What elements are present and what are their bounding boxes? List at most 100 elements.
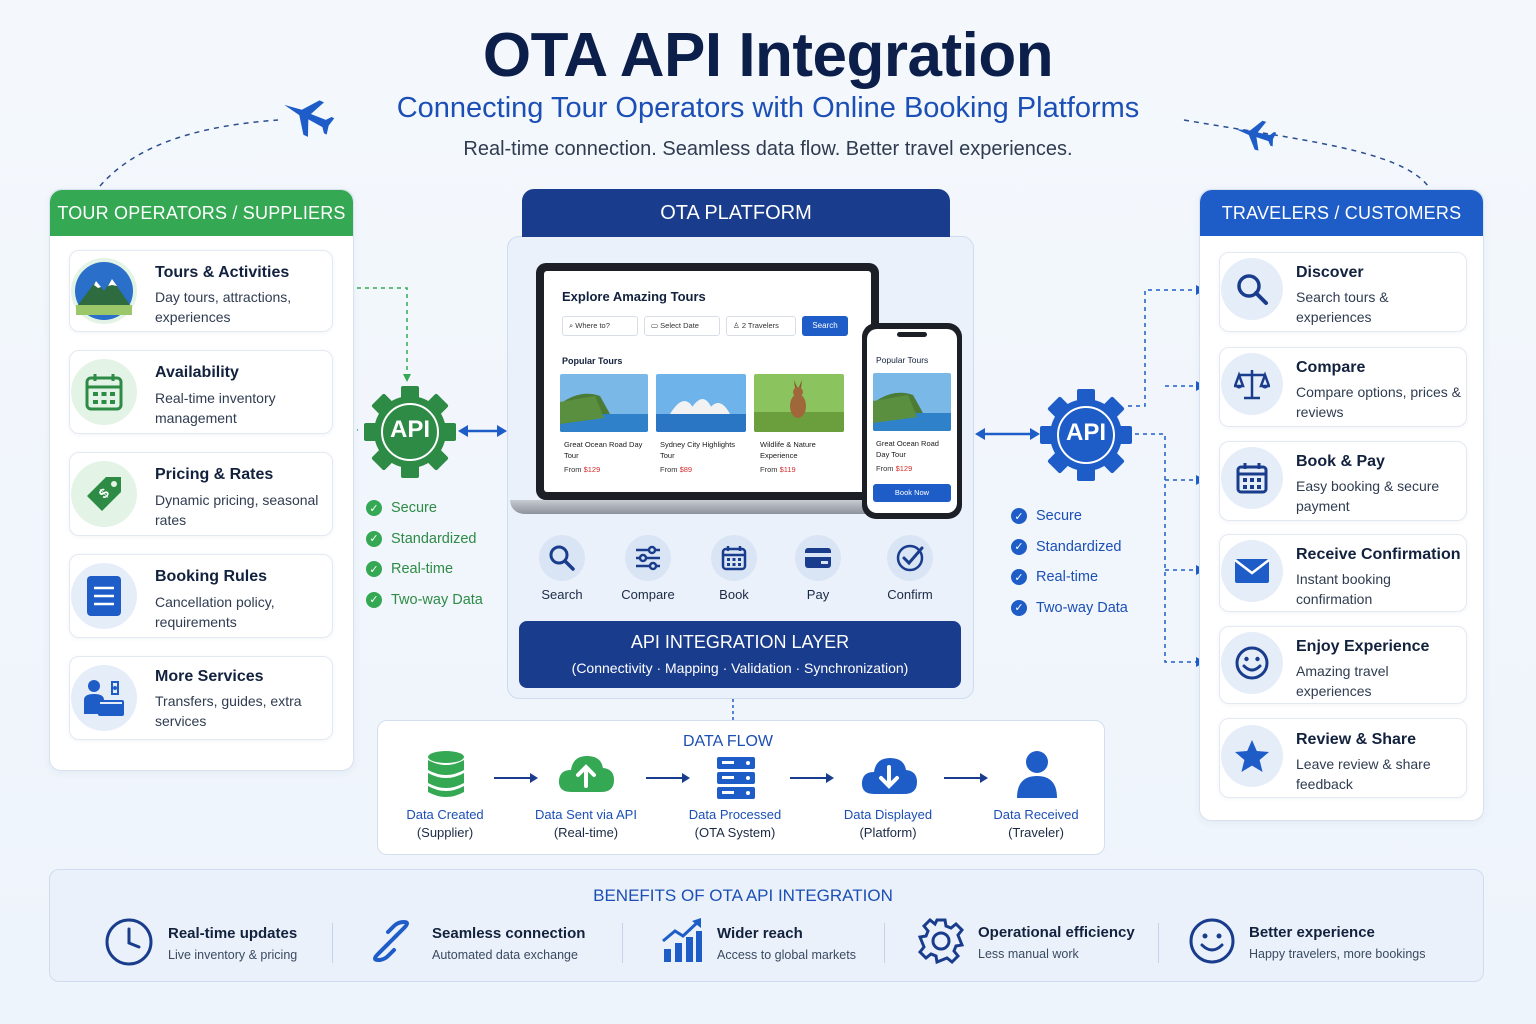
gear-icon xyxy=(1040,389,1132,481)
popular-tours-heading: Popular Tours xyxy=(562,356,623,366)
check-circle-icon xyxy=(896,544,924,572)
sliders-icon xyxy=(636,545,660,571)
price-tag-icon: $ xyxy=(71,461,137,527)
airplane-icon xyxy=(284,100,334,137)
calendar-icon xyxy=(721,546,747,571)
phone-notch xyxy=(897,332,927,337)
check-item: ✓Two-way Data xyxy=(366,585,483,616)
document-icon xyxy=(71,563,137,629)
smiley-icon xyxy=(1189,918,1235,964)
travelers-select[interactable]: ♙ 2 Travelers xyxy=(726,316,796,336)
growth-chart-icon xyxy=(662,918,702,962)
phone-popular-heading: Popular Tours xyxy=(876,355,929,365)
check-icon: ✓ xyxy=(366,561,382,578)
gear-icon xyxy=(364,386,456,478)
divider xyxy=(332,923,333,963)
phone-screen: Popular Tours Great Ocean Road Day Tour … xyxy=(867,329,957,513)
laptop-display: Explore Amazing Tours ⌕ Where to? ▭ Sele… xyxy=(544,271,871,492)
link-icon xyxy=(373,919,409,963)
check-item: ✓Real-time xyxy=(1011,562,1128,593)
screen-search-button[interactable]: Search xyxy=(802,316,848,336)
calendar-icon xyxy=(1221,447,1283,509)
search-icon xyxy=(549,545,575,571)
smiley-icon xyxy=(1221,632,1283,694)
divider xyxy=(622,923,623,963)
check-item: ✓Real-time xyxy=(366,554,483,585)
page-subtitle: Connecting Tour Operators with Online Bo… xyxy=(396,92,1140,124)
supplier-card-tours[interactable]: Tours & Activities Day tours, attraction… xyxy=(69,250,333,332)
api-layer-title: API INTEGRATION LAYER xyxy=(630,632,850,652)
check-icon: ✓ xyxy=(366,530,382,547)
check-item: ✓Secure xyxy=(1011,501,1128,532)
database-icon xyxy=(428,751,464,797)
tour-thumbnail[interactable] xyxy=(656,374,746,432)
flow-step-label: Data Displayed(Platform) xyxy=(843,807,933,840)
check-icon: ✓ xyxy=(1011,569,1027,586)
page-tagline: Real-time connection. Seamless data flow… xyxy=(463,138,1073,160)
screen-title: Explore Amazing Tours xyxy=(562,289,706,304)
step-compare[interactable] xyxy=(625,535,671,581)
check-icon: ✓ xyxy=(1011,508,1027,525)
traveler-card-enjoy[interactable]: Enjoy Experience Amazing travel experien… xyxy=(1219,626,1467,704)
step-search[interactable] xyxy=(539,535,585,581)
airplane-icon xyxy=(1235,120,1276,151)
supplier-card-availability[interactable]: Availability Real-time inventory managem… xyxy=(69,350,333,434)
tour-thumbnail[interactable] xyxy=(560,374,648,432)
supplier-card-pricing[interactable]: $ Pricing & Rates Dynamic pricing, seaso… xyxy=(69,452,333,536)
card-icon xyxy=(805,548,831,568)
step-book[interactable] xyxy=(711,535,757,581)
services-icon xyxy=(71,665,137,731)
mountain-icon xyxy=(71,258,137,324)
traveler-card-discover[interactable]: Discover Search tours & experiences xyxy=(1219,252,1467,332)
flow-step-label: Data Sent via API(Real-time) xyxy=(535,807,637,840)
step-confirm[interactable] xyxy=(887,535,933,581)
where-input[interactable]: ⌕ Where to? xyxy=(562,316,638,336)
api-layer-subtitle: (Connectivity · Mapping · Validation · S… xyxy=(571,660,909,676)
date-input[interactable]: ▭ Select Date xyxy=(644,316,720,336)
right-api-gear: API xyxy=(1040,389,1132,481)
check-icon: ✓ xyxy=(1011,599,1027,616)
flow-step-label: Data Received(Traveler) xyxy=(993,807,1079,840)
benefits-heading: BENEFITS OF OTA API INTEGRATION xyxy=(593,886,893,905)
supplier-card-booking-rules[interactable]: Booking Rules Cancellation policy, requi… xyxy=(69,554,333,638)
left-api-gear: API xyxy=(364,386,456,478)
left-api-label: API xyxy=(389,416,430,443)
phone-tour-thumbnail[interactable] xyxy=(873,373,951,431)
envelope-icon xyxy=(1221,540,1283,602)
ota-platform-heading: OTA PLATFORM xyxy=(522,189,950,237)
traveler-card-review[interactable]: Review & Share Leave review & share feed… xyxy=(1219,718,1467,798)
travelers-heading: TRAVELERS / CUSTOMERS xyxy=(1200,190,1483,236)
traveler-card-compare[interactable]: Compare Compare options, prices & review… xyxy=(1219,347,1467,427)
supplier-card-more-services[interactable]: More Services Transfers, guides, extra s… xyxy=(69,656,333,740)
calendar-icon xyxy=(71,359,137,425)
flow-step-label: Data Processed(OTA System) xyxy=(688,807,782,840)
cloud-download-icon xyxy=(861,758,917,794)
tour-thumbnail[interactable] xyxy=(754,374,844,432)
check-icon: ✓ xyxy=(366,591,382,608)
search-icon xyxy=(1221,258,1283,320)
data-flow-box: DATA FLOW xyxy=(377,720,1105,855)
traveler-card-book-pay[interactable]: Book & Pay Easy booking & secure payment xyxy=(1219,441,1467,521)
flow-step-label: Data Created(Supplier) xyxy=(406,807,484,840)
page-title: OTA API Integration xyxy=(482,21,1054,90)
right-api-label: API xyxy=(1065,419,1106,446)
clock-icon xyxy=(105,918,153,966)
divider xyxy=(1158,923,1159,963)
check-item: ✓Standardized xyxy=(366,524,483,555)
api-integration-layer: API INTEGRATION LAYER (Connectivity · Ma… xyxy=(519,621,961,688)
scale-icon xyxy=(1221,353,1283,415)
server-icon xyxy=(717,757,755,799)
divider xyxy=(884,923,885,963)
check-item: ✓Standardized xyxy=(1011,532,1128,563)
laptop-screen: Explore Amazing Tours ⌕ Where to? ▭ Sele… xyxy=(536,263,879,500)
benefits-bar: BENEFITS OF OTA API INTEGRATION xyxy=(49,869,1484,982)
data-flow-arrows xyxy=(494,773,988,783)
step-pay[interactable] xyxy=(795,535,841,581)
check-icon: ✓ xyxy=(1011,538,1027,555)
traveler-card-confirmation[interactable]: Receive Confirmation Instant booking con… xyxy=(1219,534,1467,612)
book-now-button[interactable]: Book Now xyxy=(873,484,951,502)
gear-icon xyxy=(917,917,965,965)
laptop-base xyxy=(510,500,905,514)
right-api-checklist: ✓Secure ✓Standardized ✓Real-time ✓Two-wa… xyxy=(1011,501,1128,623)
phone: Popular Tours Great Ocean Road Day Tour … xyxy=(862,323,962,519)
